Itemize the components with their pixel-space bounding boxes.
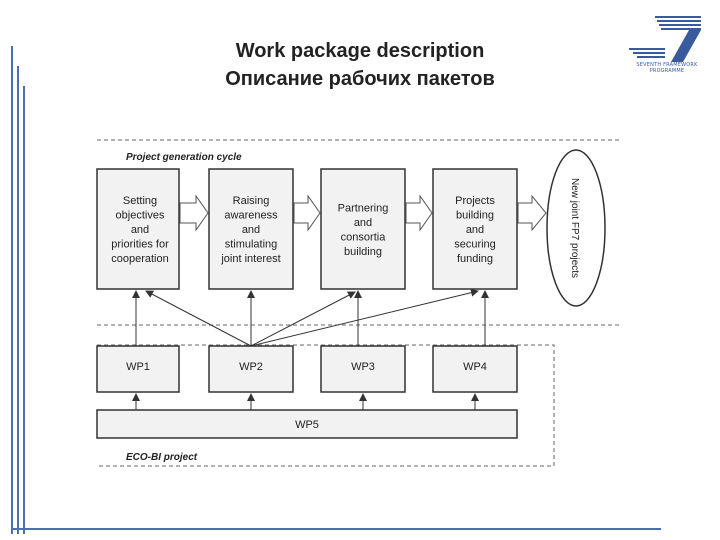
- stage-4-label: Projects building and securing funding: [454, 195, 496, 265]
- stage-3-line: consortia: [341, 231, 387, 243]
- stage-3-line: and: [354, 217, 372, 229]
- stage-3-label: Partnering and consortia building: [338, 202, 389, 258]
- stage-2-line: Raising: [233, 195, 270, 207]
- bottom-accent-line: [11, 528, 661, 530]
- wp2-to-stage1-arrow: [145, 290, 252, 347]
- logo-line1: SEVENTH FRAMEWORK: [636, 62, 698, 68]
- stage-1-line: cooperation: [111, 253, 169, 265]
- stage-1-label: Setting objectives and priorities for cooper…: [111, 195, 169, 265]
- wp1-box: [96, 345, 180, 393]
- logo-line2: PROGRAMME: [649, 68, 685, 74]
- stage-2-line: awareness: [224, 210, 278, 222]
- fp7-logo-icon: [629, 16, 701, 62]
- stage-1-line: Setting: [123, 195, 157, 207]
- stage-1-line: priorities for: [111, 239, 169, 251]
- project-label: ECO-BI project: [126, 452, 198, 463]
- accent-line-1: [11, 46, 13, 534]
- wp2-to-stage4-arrow: [250, 288, 479, 347]
- flow-arrow-4: [517, 194, 547, 232]
- stage-box-2: Raising awareness and stimulating joint inte…: [208, 168, 294, 290]
- stage-2-line: stimulating: [225, 239, 278, 251]
- stage-4-line: Projects: [455, 195, 495, 207]
- wp2-box: [208, 345, 294, 393]
- cycle-label: Project generation cycle: [126, 152, 242, 163]
- wp5-label: WP5: [295, 419, 319, 431]
- output-label: New joint FP7 projects: [569, 178, 580, 278]
- stage-2-line: and: [242, 224, 260, 236]
- wp2-to-stage3-arrow: [250, 291, 356, 347]
- stage-box-1: Setting objectives and priorities for cooper…: [96, 168, 180, 290]
- output-ellipse: [546, 149, 606, 307]
- wp3-box: [320, 345, 406, 393]
- stage-4-line: securing: [454, 239, 496, 251]
- wp4-label: WP4: [463, 361, 487, 373]
- stage-4-line: funding: [457, 253, 493, 265]
- flow-arrow-1: [179, 194, 209, 232]
- stage-1-line: objectives: [116, 210, 165, 222]
- wp1-label: WP1: [126, 361, 150, 373]
- wp2-label: WP2: [239, 361, 263, 373]
- stage-3-line: Partnering: [338, 202, 389, 214]
- wp5-box: [96, 409, 518, 439]
- flow-arrow-3: [405, 194, 433, 232]
- stage-4-line: and: [466, 224, 484, 236]
- page-title: Work package description: [235, 40, 485, 62]
- accent-line-2: [17, 66, 19, 534]
- stage-1-line: and: [131, 224, 149, 236]
- wp3-label: WP3: [351, 361, 375, 373]
- accent-line-3: [23, 86, 25, 534]
- flow-arrow-2: [293, 194, 321, 232]
- stage-box-4: Projects building and securing funding: [432, 168, 518, 290]
- stage-3-line: building: [344, 246, 382, 258]
- stage-2-line: joint interest: [220, 253, 280, 265]
- page-subtitle: Описание рабочих пакетов: [225, 68, 495, 90]
- stage-2-label: Raising awareness and stimulating joint inte…: [220, 195, 280, 265]
- stage-4-line: building: [456, 210, 494, 222]
- wp4-box: [432, 345, 518, 393]
- stage-box-3: Partnering and consortia building: [320, 168, 406, 290]
- project-frame: [97, 344, 555, 467]
